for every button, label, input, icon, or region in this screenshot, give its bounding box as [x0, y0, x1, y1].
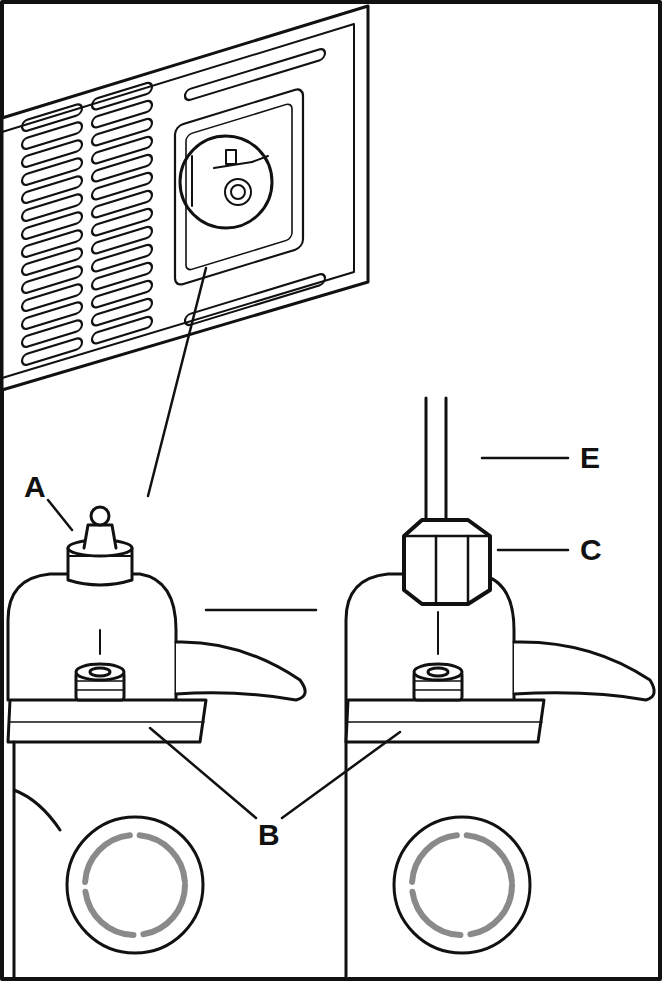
- leader-lines: [48, 458, 568, 818]
- callout-letter: C: [580, 535, 602, 565]
- valve-right: [346, 398, 654, 980]
- callout-letter: B: [258, 820, 280, 850]
- valve-left: [8, 507, 305, 980]
- valve-recess: [175, 87, 303, 286]
- callout-letter: A: [24, 472, 46, 502]
- callout-letter: E: [580, 443, 600, 473]
- appliance-panel: [2, 6, 368, 390]
- vent-slots: [22, 29, 325, 377]
